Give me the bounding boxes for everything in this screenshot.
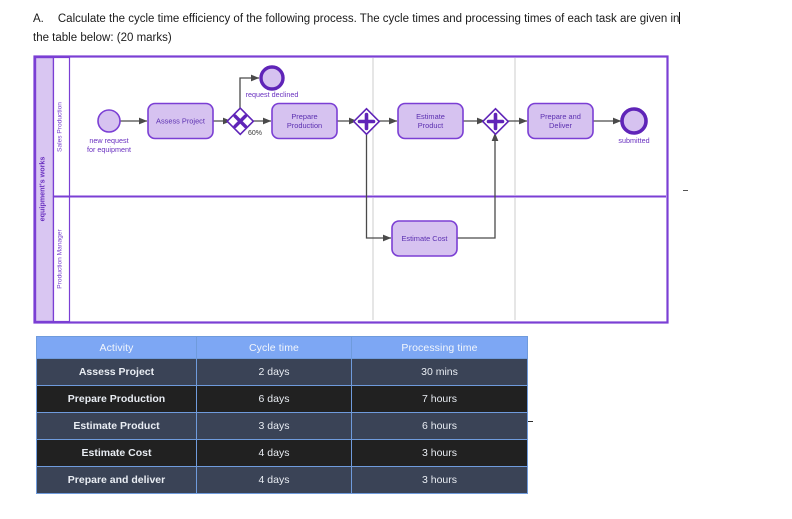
cell-cycle-time: 4 days bbox=[196, 439, 352, 467]
task-assess-project-label: Assess Project bbox=[156, 117, 205, 126]
parallel-gateway-join bbox=[481, 107, 510, 136]
task-estimate-cost-label: Estimate Cost bbox=[401, 234, 447, 243]
bpmn-process-diagram: equipment's works Sales Production Produ… bbox=[33, 55, 669, 325]
task-estimate-cost bbox=[391, 220, 458, 257]
table-row: Estimate Cost 4 days 3 hours bbox=[36, 439, 528, 467]
start-event-label-line-1: new request bbox=[89, 136, 128, 145]
end-event-submitted bbox=[620, 107, 648, 135]
flow-estimate-cost-to-join bbox=[457, 132, 499, 239]
lane-2-label: Production Manager bbox=[57, 229, 64, 289]
cell-processing-time: 6 hours bbox=[351, 412, 528, 440]
table-row: Prepare and deliver 4 days 3 hours bbox=[36, 466, 528, 494]
lane-1-label: Sales Production bbox=[57, 102, 64, 152]
pool-label: equipment's works bbox=[38, 157, 47, 222]
cell-cycle-time: 4 days bbox=[196, 466, 352, 494]
task-estimate-product bbox=[397, 102, 464, 140]
cell-processing-time: 3 hours bbox=[351, 466, 528, 494]
task-prepare-and-deliver-label-line-1: Prepare and bbox=[540, 112, 581, 121]
cell-processing-time: 30 mins bbox=[351, 358, 528, 386]
cell-activity: Assess Project bbox=[36, 358, 197, 386]
pool-frame bbox=[33, 55, 669, 324]
task-estimate-product-label-line-1: Estimate bbox=[416, 112, 445, 121]
cell-processing-time: 7 hours bbox=[351, 385, 528, 413]
cell-cycle-time: 6 days bbox=[196, 385, 352, 413]
column-header-activity: Activity bbox=[36, 336, 197, 359]
end-event-submitted-label: submitted bbox=[618, 136, 649, 145]
question-prompt: A. Calculate the cycle time efficiency of… bbox=[33, 10, 751, 48]
flow-xor-to-declined bbox=[239, 74, 260, 112]
exclusive-gateway-decision bbox=[226, 107, 255, 136]
task-prepare-production-label-line-1: Prepare bbox=[291, 112, 317, 121]
table-row: Assess Project 2 days 30 mins bbox=[36, 358, 528, 386]
task-prepare-and-deliver-label-line-2: Deliver bbox=[549, 121, 573, 130]
task-prepare-and-deliver bbox=[527, 102, 594, 140]
question-line-2: the table below: (20 marks) bbox=[33, 32, 172, 44]
cell-activity: Prepare Production bbox=[36, 385, 197, 413]
column-header-cycle-time: Cycle time bbox=[196, 336, 352, 359]
stray-tick-diagram bbox=[683, 190, 688, 191]
cell-cycle-time: 3 days bbox=[196, 412, 352, 440]
end-event-request-declined-label: request declined bbox=[246, 90, 299, 99]
task-prepare-production-label-line-2: Production bbox=[287, 121, 322, 130]
table-header-row: Activity Cycle time Processing time bbox=[36, 336, 528, 359]
stray-tick-table bbox=[528, 421, 533, 422]
cell-activity: Prepare and deliver bbox=[36, 466, 197, 494]
table-row: Estimate Product 3 days 6 hours bbox=[36, 412, 528, 440]
column-header-processing-time: Processing time bbox=[351, 336, 528, 359]
parallel-gateway-split bbox=[352, 107, 381, 136]
task-assess-project bbox=[147, 102, 214, 140]
start-event-new-request bbox=[97, 109, 121, 133]
task-prepare-production bbox=[271, 102, 338, 140]
start-event-label-line-2: for equipment bbox=[87, 145, 131, 154]
end-event-request-declined bbox=[259, 65, 285, 91]
flow-split-to-estimate-cost bbox=[365, 131, 392, 242]
cell-activity: Estimate Product bbox=[36, 412, 197, 440]
question-letter: A. bbox=[33, 13, 44, 25]
cell-activity: Estimate Cost bbox=[36, 439, 197, 467]
flow-label-60-percent: 60% bbox=[248, 130, 262, 137]
cell-cycle-time: 2 days bbox=[196, 358, 352, 386]
cell-processing-time: 3 hours bbox=[351, 439, 528, 467]
task-estimate-product-label-line-2: Product bbox=[418, 121, 443, 130]
activity-times-table: Activity Cycle time Processing time Asse… bbox=[36, 336, 528, 494]
question-line-1: Calculate the cycle time efficiency of t… bbox=[57, 13, 680, 25]
table-row: Prepare Production 6 days 7 hours bbox=[36, 385, 528, 413]
text-caret bbox=[679, 12, 681, 24]
